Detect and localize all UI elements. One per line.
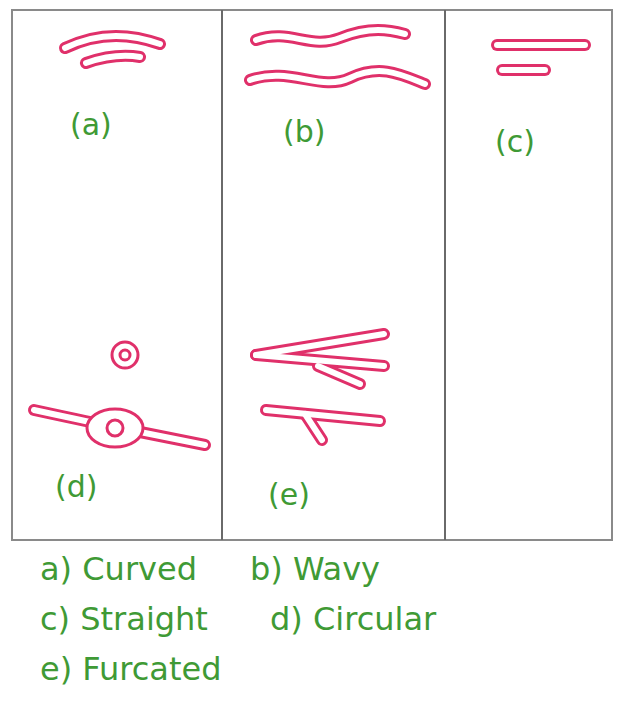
panel-label: (e) [268, 478, 310, 511]
legend-text: a) Curved [40, 552, 197, 587]
shape-outline [34, 30, 585, 445]
legend-text: e) Furcated [40, 652, 221, 687]
circular-shape [112, 342, 138, 368]
panel-label: (b) [283, 115, 325, 148]
nucleus [107, 420, 123, 436]
frame [12, 10, 612, 540]
legend-text: b) Wavy [250, 552, 380, 587]
divider [444, 10, 446, 540]
legend-text: c) Straight [40, 602, 208, 637]
shape-fill [34, 30, 585, 445]
panel-label: (a) [70, 108, 112, 141]
cell-body [87, 409, 143, 447]
panel-label: (d) [55, 470, 97, 503]
divider [221, 10, 223, 540]
legend-text: d) Circular [270, 602, 436, 637]
panel-label: (c) [495, 125, 535, 158]
nucleus [120, 350, 130, 360]
